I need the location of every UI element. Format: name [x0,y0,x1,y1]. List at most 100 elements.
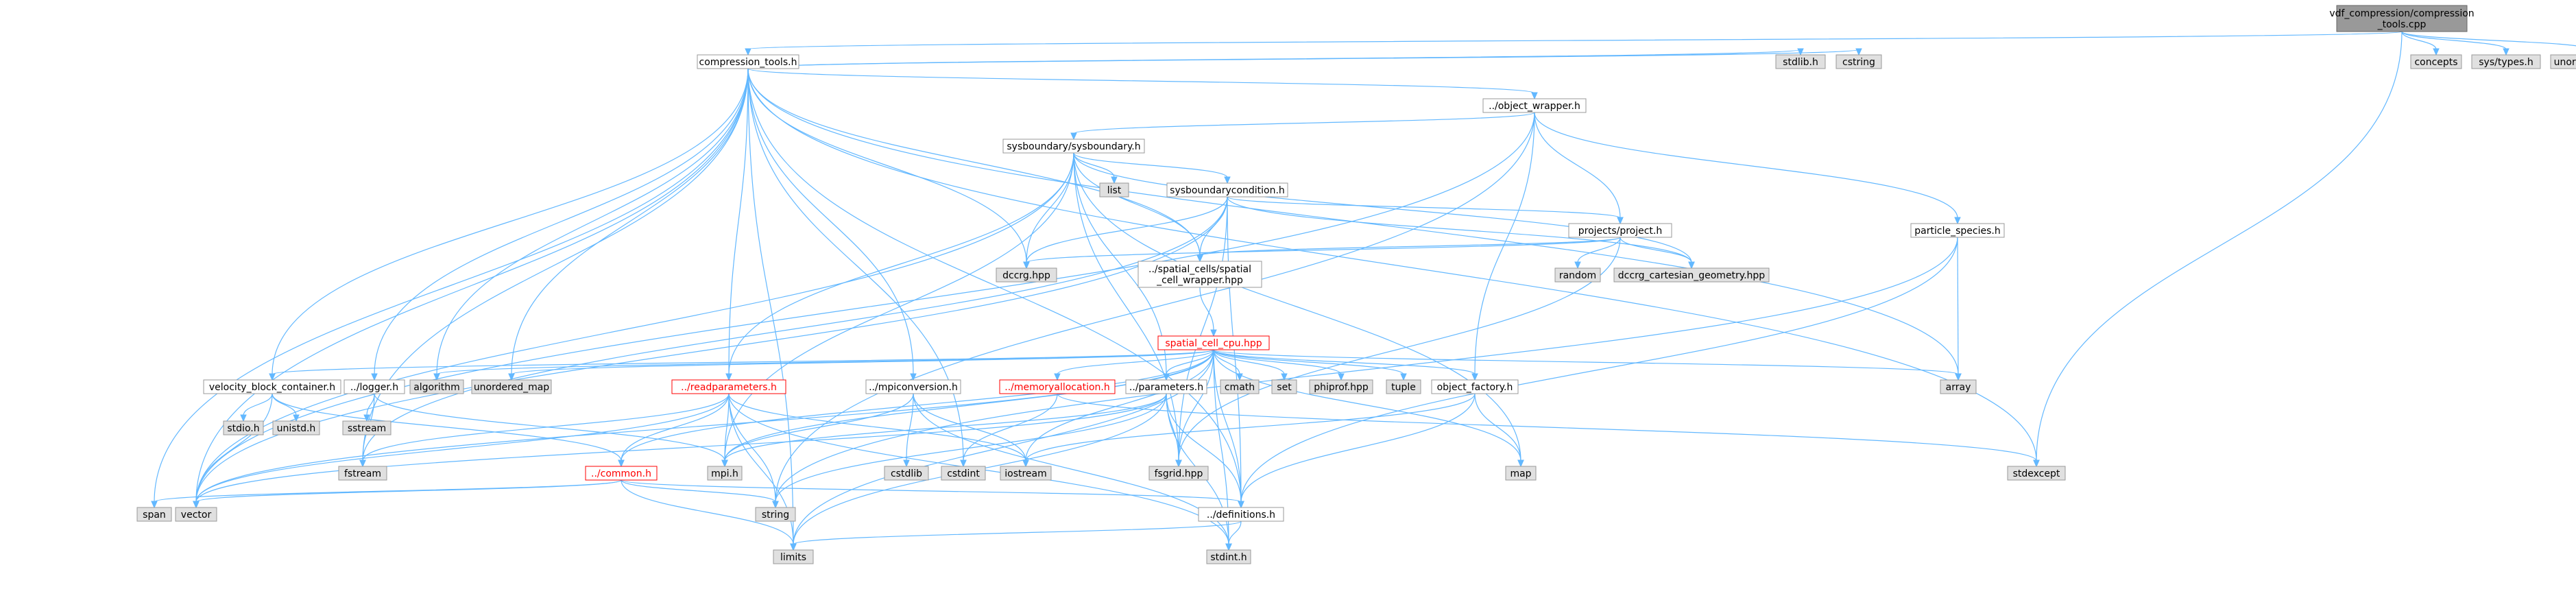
node-label: stdio.h [227,423,259,434]
node-label: string [762,510,789,521]
edge-mpiconversion-to-cstdlib [903,393,914,468]
node-label: projects/project.h [1578,226,1663,237]
edge-sysboundarycondition-to-spatial_wrapper [1196,196,1228,263]
node-label: cstdint [947,468,980,479]
node-definitions[interactable]: ../definitions.h [1198,507,1284,522]
edge-readparameters-to-mpi [721,393,730,468]
edge-parameters-to-vector [193,393,1167,509]
node-label: ../definitions.h [1207,510,1275,521]
node-readparameters[interactable]: ../readparameters.h [671,379,786,394]
node-limits: limits [773,549,814,564]
node-logger[interactable]: ../logger.h [344,379,405,394]
node-label: dccrg_cartesian_geometry.hpp [1618,270,1766,281]
edge-project-to-random [1574,237,1621,270]
node-sysboundary[interactable]: sysboundary/sysboundary.h [1002,139,1145,154]
node-unordered-map: unordered_map [471,379,552,394]
edge-spatial_cell_cpu-to-array [1213,349,1962,381]
edge-common-to-span [151,479,622,509]
node-parameters[interactable]: ../parameters.h [1125,379,1207,394]
edge-readparameters-to-iostream [728,393,1029,468]
node-label: vdf_compression/compression [2329,8,2474,19]
edge-spatial_cell_cpu-to-memoryallocation [1054,349,1214,381]
node-memoryallocation[interactable]: ../memoryallocation.h [999,379,1116,394]
edge-spatial_cell_cpu-to-tuple [1213,349,1407,381]
edge-compression_tools-to-vector [193,68,749,509]
node-root[interactable]: vdf_compression/compression_tools.cpp [2329,5,2475,32]
edge-compression_tools-to-spatial_wrapper [747,68,1203,263]
edge-sysboundary-to-vector [193,152,1074,509]
node-mpiconversion[interactable]: ../mpiconversion.h [865,379,961,394]
edge-compression_tools-to-unordered_map [508,68,749,381]
node-spatial-wrapper[interactable]: ../spatial_cells/spatial_cell_wrapper.hp… [1137,261,1262,288]
node-spatial-cell-cpu[interactable]: spatial_cell_cpu.hpp [1157,335,1270,350]
node-label: cmath [1225,382,1255,393]
edge-readparameters-to-string [728,393,779,509]
node-label: tuple [1391,382,1416,393]
edge-object_factory-to-definitions [1238,393,1476,509]
edge-project-to-dccrg [1023,237,1621,270]
edge-root-to-compression_tools [745,31,2403,56]
node-label: unordered_set [2554,57,2576,68]
node-label: fsgrid.hpp [1155,468,1203,479]
edge-readparameters-to-common [618,393,730,468]
edge-spatial_cell_cpu-to-phiprof [1213,349,1345,381]
node-compression-tools[interactable]: compression_tools.h [697,54,799,69]
edge-object_factory-to-map [1474,393,1524,468]
node-label: random [1559,270,1596,281]
node-label: phiprof.hpp [1314,382,1369,393]
node-project[interactable]: projects/project.h [1568,223,1672,238]
node-common[interactable]: ../common.h [585,466,658,481]
node-label: map [1510,468,1531,479]
edge-spatial_cell_cpu-to-velocity_block_container [269,349,1214,381]
node-concepts: concepts [2410,54,2462,69]
node-label: unistd.h [277,423,316,434]
node-label: concepts [2414,57,2457,68]
edge-compression_tools-to-cstring [747,48,1862,69]
edge-sysboundary-to-sysboundarycondition [1073,152,1231,184]
edge-common-to-string [621,479,779,509]
node-label: sysboundarycondition.h [1170,185,1285,196]
edge-sysboundarycondition-to-fstream [359,196,1228,468]
edge-common-to-definitions [621,479,1244,509]
edge-object_wrapper-to-vector [193,112,1535,509]
node-label: ../spatial_cells/spatial [1148,264,1251,275]
edge-readparameters-to-fstream [359,393,730,468]
node-velocity-block-container[interactable]: velocity_block_container.h [203,379,341,394]
node-dccrg: dccrg.hpp [996,267,1057,283]
node-label: mpi.h [711,468,738,479]
edge-definitions-to-stdint [1225,521,1242,551]
node-label: sys/types.h [2479,57,2533,68]
edge-compression_tools-to-algorithm [433,68,749,381]
node-map: map [1505,466,1537,481]
node-fsgrid: fsgrid.hpp [1148,466,1209,481]
node-label: stdexcept [2013,468,2060,479]
node-cstring: cstring [1835,54,1882,69]
node-object-wrapper[interactable]: ../object_wrapper.h [1482,98,1587,113]
node-tuple: tuple [1386,379,1421,394]
node-label: dccrg.hpp [1002,270,1050,281]
node-label: stdlib.h [1783,57,1818,68]
node-label: spatial_cell_cpu.hpp [1165,338,1262,349]
node-array: array [1940,379,1977,394]
node-sysboundarycondition[interactable]: sysboundarycondition.h [1166,182,1288,198]
node-label: _tools.cpp [2377,19,2427,30]
node-label: sstream [348,423,386,434]
node-dccrg-cartesian: dccrg_cartesian_geometry.hpp [1613,267,1770,283]
file-nodes: vdf_compression/compression_tools.cppcom… [136,5,2576,564]
edge-object_factory-to-iostream [1022,393,1476,468]
edge-sysboundary-to-list [1073,152,1118,184]
node-object-factory[interactable]: object_factory.h [1431,379,1519,394]
edge-object_wrapper-to-string [772,112,1535,509]
node-particle-species[interactable]: particle_species.h [1910,223,2005,238]
node-label: array [1946,382,1971,393]
edge-project-to-spatial_wrapper [1196,237,1621,263]
node-algorithm: algorithm [409,379,464,394]
node-label: ../memoryallocation.h [1004,382,1109,393]
edge-sysboundary-to-readparameters [725,152,1074,381]
edge-sysboundary-to-spatial_wrapper [1073,152,1203,263]
edge-spatial_cell_cpu-to-object_factory [1213,349,1478,381]
edge-spatial_cell_cpu-to-unordered_map [508,349,1214,381]
edge-root-to-sys_types [2401,31,2509,56]
node-label: cstdlib [891,468,922,479]
edge-object_wrapper-to-project [1534,112,1624,225]
